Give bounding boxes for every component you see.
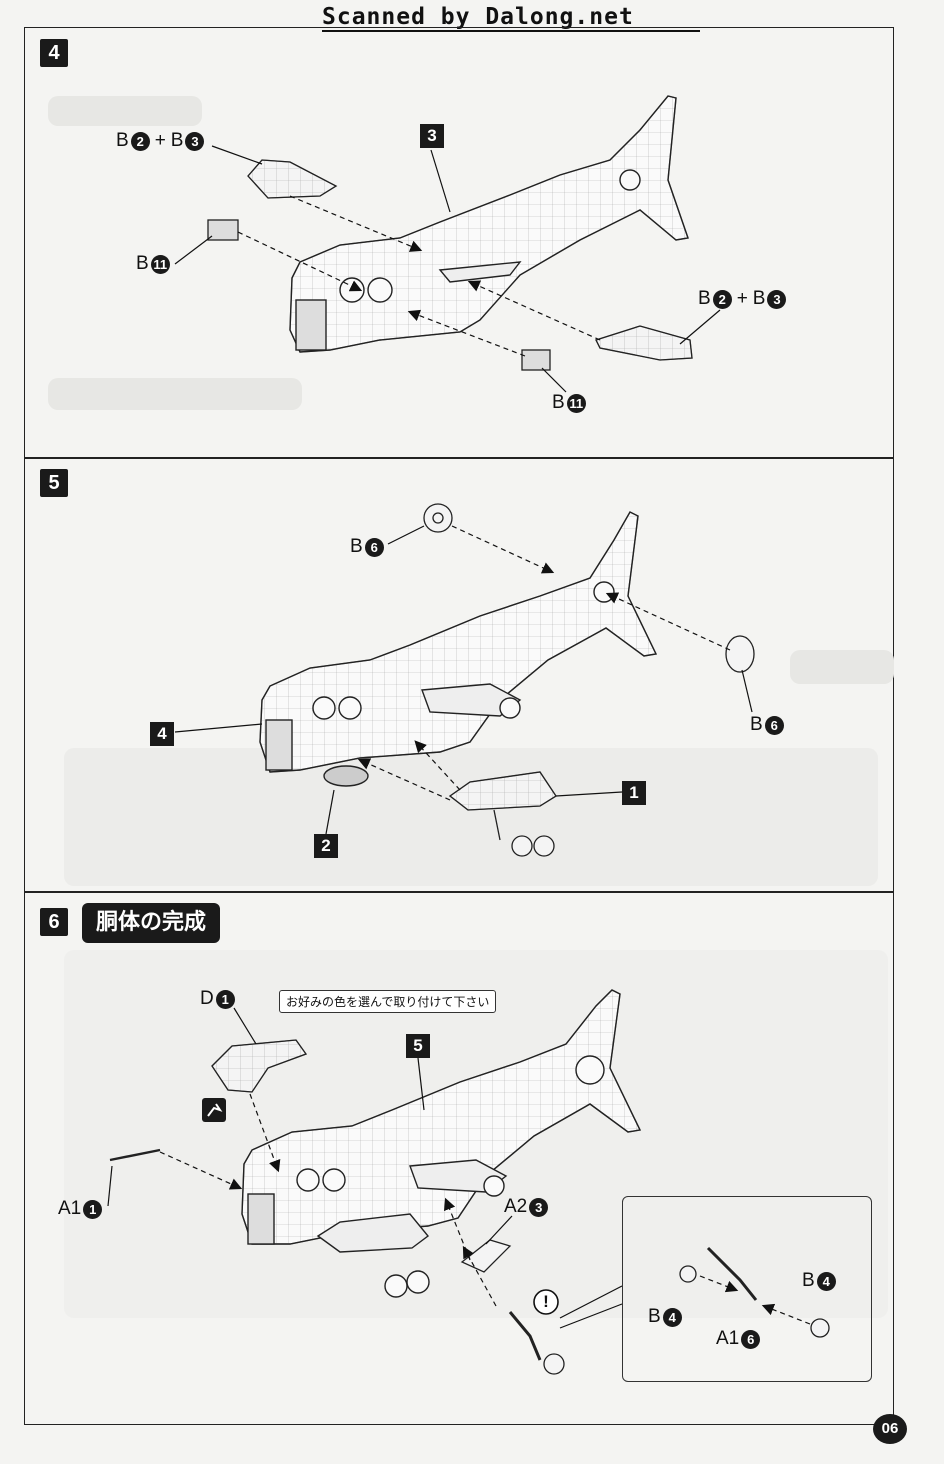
- step-title: 胴体の完成: [82, 903, 221, 943]
- step-number-6: 6: [40, 908, 68, 936]
- step-number-4: 4: [40, 39, 68, 67]
- step4-parts: [207, 159, 693, 371]
- step5-guides: [357, 525, 731, 801]
- step-divider-5-6: [24, 891, 894, 893]
- subassembly-badge-4: 4: [150, 722, 174, 746]
- step4-leader-lines: [174, 145, 721, 393]
- watermark-text: Scanned by Dalong.net: [322, 4, 634, 30]
- step5-fuselage: [259, 511, 658, 787]
- step4-guides: [237, 195, 601, 357]
- color-choice-note: お好みの色を選んで取り付けて下さい: [279, 990, 497, 1013]
- step6-leader-lines: [107, 1007, 623, 1329]
- page-number: 06: [873, 1414, 907, 1444]
- watermark-underline: [322, 30, 700, 32]
- alternate-part-icon: [202, 1098, 226, 1122]
- step-divider-4-5: [24, 457, 894, 459]
- step-number-5: 5: [40, 469, 68, 497]
- subassembly-badge-2: 2: [314, 834, 338, 858]
- detail-inset: [622, 1196, 872, 1382]
- step5-parts: [423, 503, 755, 857]
- bleed-through-panel: [48, 378, 302, 410]
- step6-guides: [159, 1093, 811, 1325]
- step4-fuselage: [289, 95, 689, 353]
- subassembly-badge-5: 5: [406, 1034, 430, 1058]
- subassembly-badge-1: 1: [622, 781, 646, 805]
- bleed-through-panel: [790, 650, 894, 684]
- caution-icon: [533, 1289, 559, 1315]
- bleed-through-panel: [48, 96, 202, 126]
- step5-leader-lines: [174, 525, 753, 835]
- page-frame: [24, 27, 894, 1425]
- bleed-through-panel: [64, 748, 878, 886]
- step6-fuselage: [241, 989, 642, 1298]
- step6-parts: [109, 1039, 830, 1375]
- caution-mark: !: [543, 1292, 549, 1311]
- subassembly-badge-3: 3: [420, 124, 444, 148]
